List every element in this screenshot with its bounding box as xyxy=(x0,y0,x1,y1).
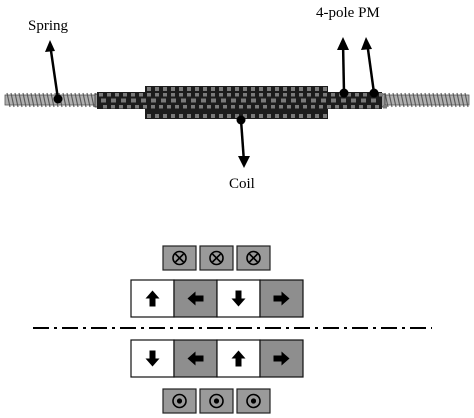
current-out-icon xyxy=(209,393,224,409)
current-in-icon xyxy=(209,250,224,266)
coil-label: Coil xyxy=(229,176,255,192)
spring-left xyxy=(4,92,99,108)
coil-dot-cell xyxy=(199,388,234,414)
right-arrow-icon xyxy=(273,351,290,366)
magnet-row-bottom xyxy=(130,339,304,378)
spring-label: Spring xyxy=(28,18,69,34)
coil-row-bottom xyxy=(162,388,271,414)
coil-row-top xyxy=(162,245,271,271)
pointer-pm-2 xyxy=(361,37,379,98)
up-arrow-icon xyxy=(231,350,246,367)
current-out-icon xyxy=(172,393,187,409)
magnet-segment xyxy=(216,279,261,318)
magnet-segment xyxy=(259,339,304,378)
magnet-segment xyxy=(173,339,218,378)
coil-dot-cell xyxy=(236,388,271,414)
down-arrow-icon xyxy=(145,350,160,367)
current-out-icon xyxy=(246,393,261,409)
pointer-pm-1 xyxy=(337,37,349,98)
coil-stack xyxy=(97,86,387,119)
coil-cross-cell xyxy=(236,245,271,271)
down-arrow-icon xyxy=(231,290,246,307)
pointer-spring xyxy=(45,40,63,104)
coil-dot-cell xyxy=(162,388,197,414)
coil-cross-cell xyxy=(199,245,234,271)
left-arrow-icon xyxy=(187,291,204,306)
up-arrow-icon xyxy=(145,290,160,307)
magnet-segment xyxy=(259,279,304,318)
right-arrow-icon xyxy=(273,291,290,306)
magnet-segment xyxy=(173,279,218,318)
current-in-icon xyxy=(246,250,261,266)
pointer-coil xyxy=(236,115,250,168)
magnet-segment xyxy=(130,279,175,318)
magnet-segment xyxy=(130,339,175,378)
pm-label: 4-pole PM xyxy=(316,5,380,21)
current-in-icon xyxy=(172,250,187,266)
cross-section-view xyxy=(33,245,432,414)
coil-cross-cell xyxy=(162,245,197,271)
magnet-segment xyxy=(216,339,261,378)
magnet-row-top xyxy=(130,279,304,318)
left-arrow-icon xyxy=(187,351,204,366)
spring-right xyxy=(382,92,470,108)
actuator-side-view: Spring 4-pole PM Coil xyxy=(4,5,470,192)
